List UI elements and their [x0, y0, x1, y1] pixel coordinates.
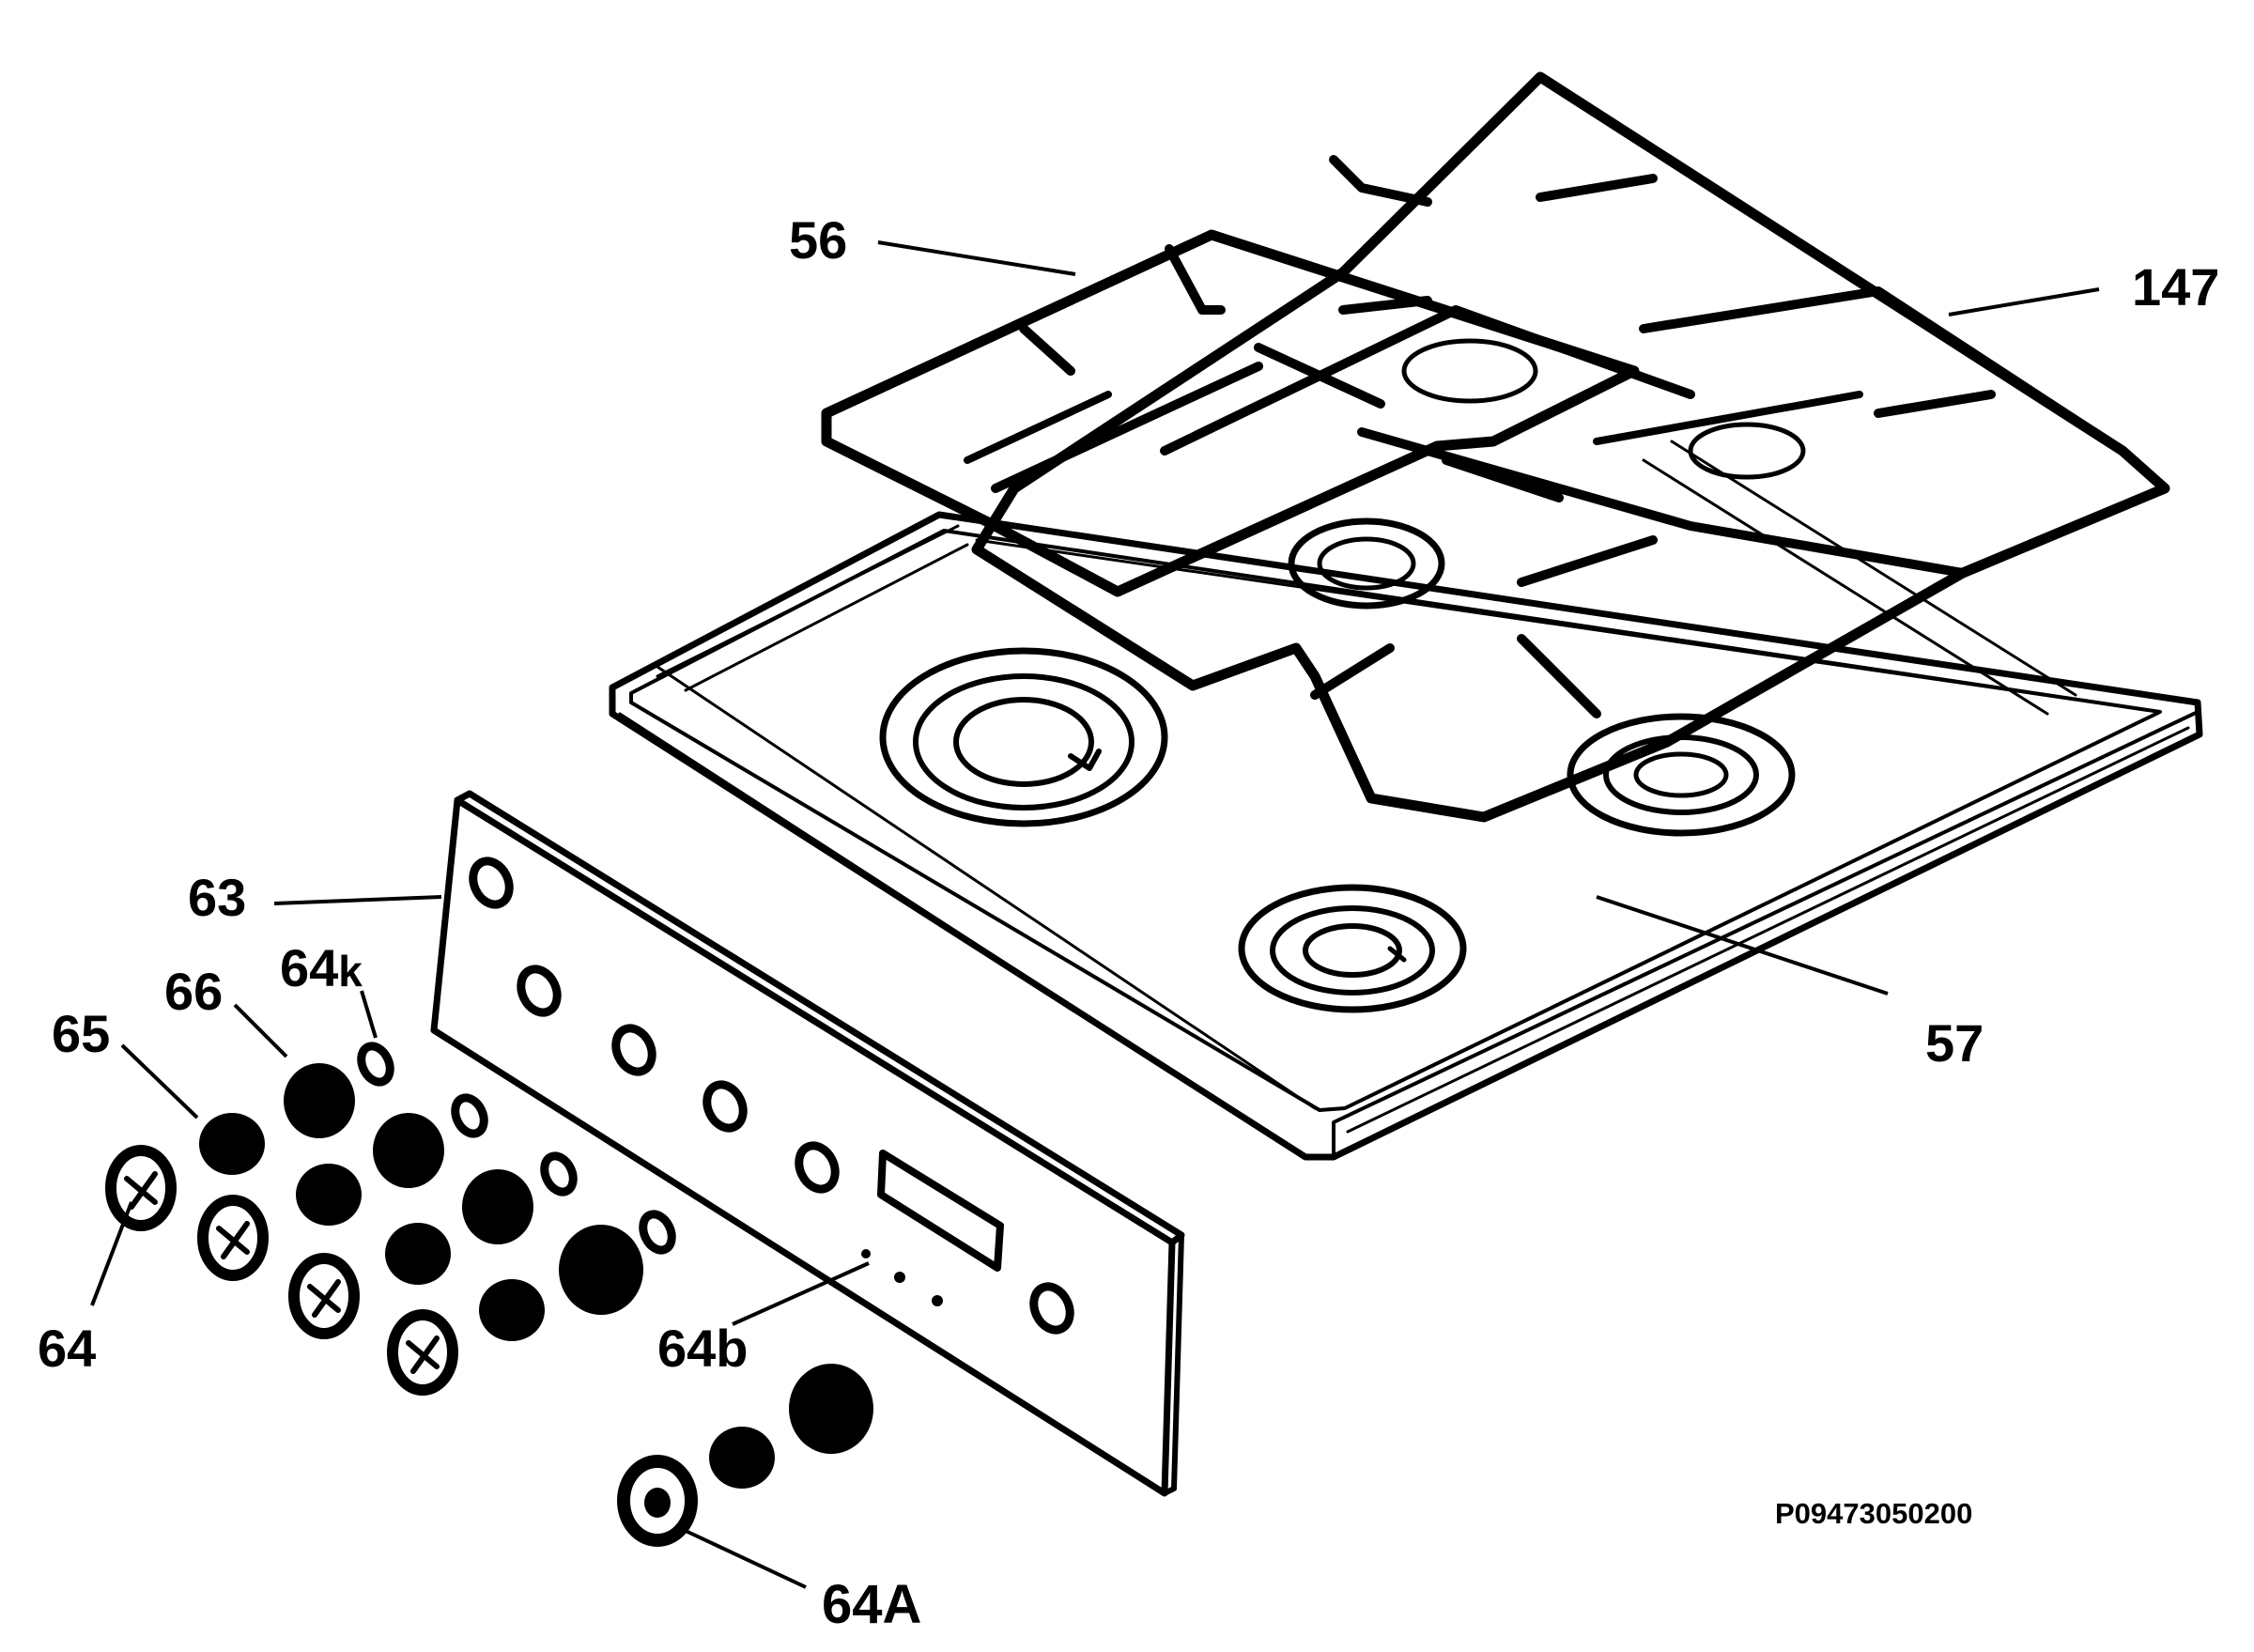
label-63: 63 — [188, 868, 246, 927]
drawing-reference-number: P09473050200 — [1775, 1497, 1972, 1530]
burner-back — [1288, 517, 1445, 610]
hob-top-57 — [609, 440, 2203, 1161]
burner-large — [879, 647, 1168, 827]
leader-lines — [90, 240, 2100, 1589]
label-65: 65 — [52, 1004, 110, 1063]
label-64b: 64b — [657, 1319, 749, 1378]
label-64k-main: 64 — [280, 938, 338, 997]
control-panel-63 — [430, 790, 1185, 1497]
label-56: 56 — [789, 210, 847, 270]
callout-labels: 56 147 63 57 66 64k 65 64 64b 64A — [38, 210, 2219, 1635]
label-66: 66 — [164, 962, 223, 1021]
label-64k-sub: k — [338, 947, 363, 996]
label-64: 64 — [38, 1319, 96, 1378]
label-57: 57 — [1925, 1013, 1984, 1073]
pan-support-left-56 — [821, 229, 1640, 597]
knob-assemblies — [105, 1042, 873, 1547]
pan-support-right-147 — [971, 71, 2170, 823]
label-147: 147 — [2132, 257, 2219, 317]
burners — [879, 338, 1806, 1013]
label-64k: 64k — [280, 938, 363, 997]
label-64A: 64A — [822, 1574, 921, 1635]
burner-front — [1238, 884, 1467, 1013]
burner-right — [1567, 713, 1796, 837]
